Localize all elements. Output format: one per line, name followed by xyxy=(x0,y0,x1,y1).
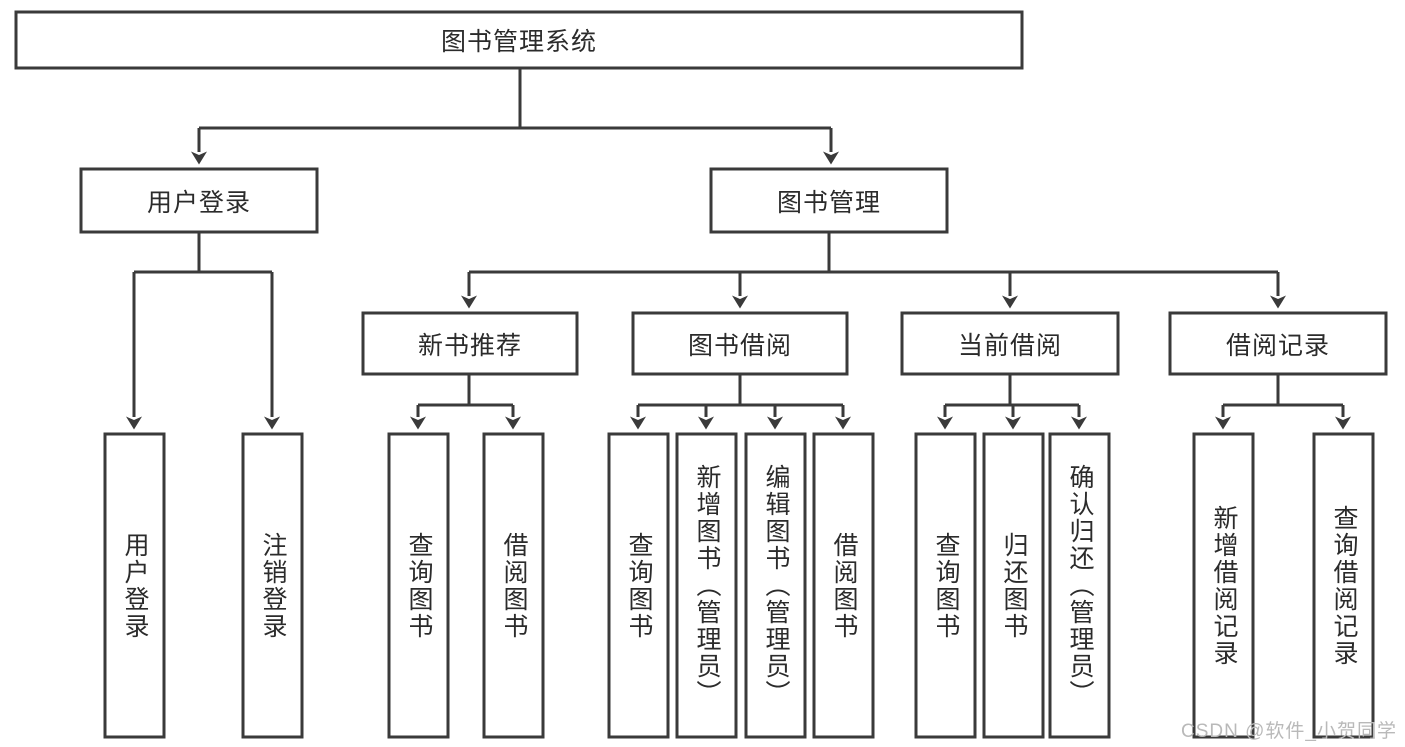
node-new-book-recommend[interactable] xyxy=(361,311,579,376)
connector-root-bus xyxy=(199,68,831,130)
node-current-borrow[interactable] xyxy=(900,311,1120,376)
csdn-watermark: CSDN @软件_小贺同学 xyxy=(1181,721,1397,742)
node-leaf-add-record[interactable] xyxy=(1192,432,1255,739)
node-leaf-return-book[interactable] xyxy=(982,432,1045,739)
connector-user-login-bus xyxy=(126,232,280,430)
node-leaf-query-book-3[interactable] xyxy=(914,432,977,739)
node-leaf-user-login[interactable] xyxy=(103,432,166,739)
node-leaf-edit-book[interactable] xyxy=(744,432,807,739)
connector-current-borrow-bus xyxy=(937,374,1087,430)
node-borrow-record[interactable] xyxy=(1168,311,1388,376)
node-leaf-confirm-return[interactable] xyxy=(1048,432,1111,739)
node-leaf-logout-login[interactable] xyxy=(241,432,304,739)
connector-new-book-recommend-bus xyxy=(410,374,521,430)
node-user-login[interactable] xyxy=(79,167,319,234)
node-leaf-query-book-1[interactable] xyxy=(387,432,450,739)
node-book-manage[interactable] xyxy=(709,167,949,234)
node-leaf-query-book-2[interactable] xyxy=(607,432,670,739)
node-leaf-query-record[interactable] xyxy=(1312,432,1375,739)
connector-borrow-record-bus xyxy=(1215,374,1351,430)
node-root[interactable] xyxy=(14,10,1024,70)
node-leaf-borrow-book-2[interactable] xyxy=(812,432,875,739)
node-leaf-add-book[interactable] xyxy=(675,432,738,739)
node-leaf-borrow-book-1[interactable] xyxy=(482,432,545,739)
node-book-borrow[interactable] xyxy=(631,311,849,376)
connector-book-borrow-bus xyxy=(630,374,851,430)
connector-book-manage-bus xyxy=(461,232,1286,309)
